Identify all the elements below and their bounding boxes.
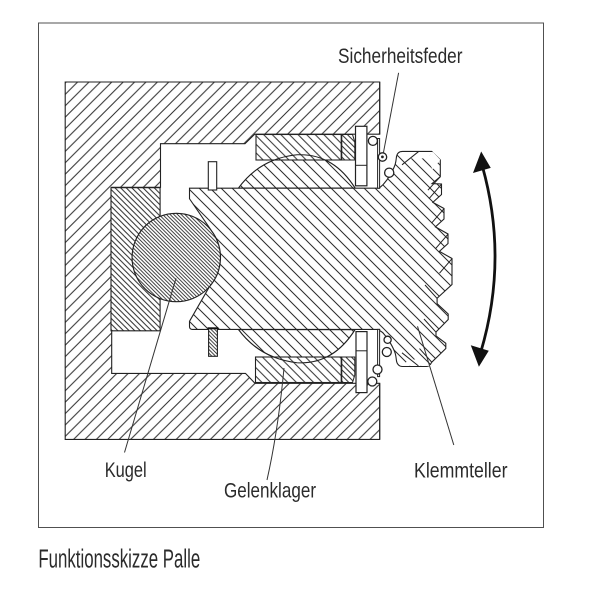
svg-text:Klemmteller: Klemmteller xyxy=(414,458,508,482)
svg-text:Gelenklager: Gelenklager xyxy=(224,478,316,502)
svg-text:Sicherheitsfeder: Sicherheitsfeder xyxy=(338,44,463,68)
svg-text:Kugel: Kugel xyxy=(105,458,147,482)
svg-text:Funktionsskizze Palle: Funktionsskizze Palle xyxy=(38,545,200,573)
